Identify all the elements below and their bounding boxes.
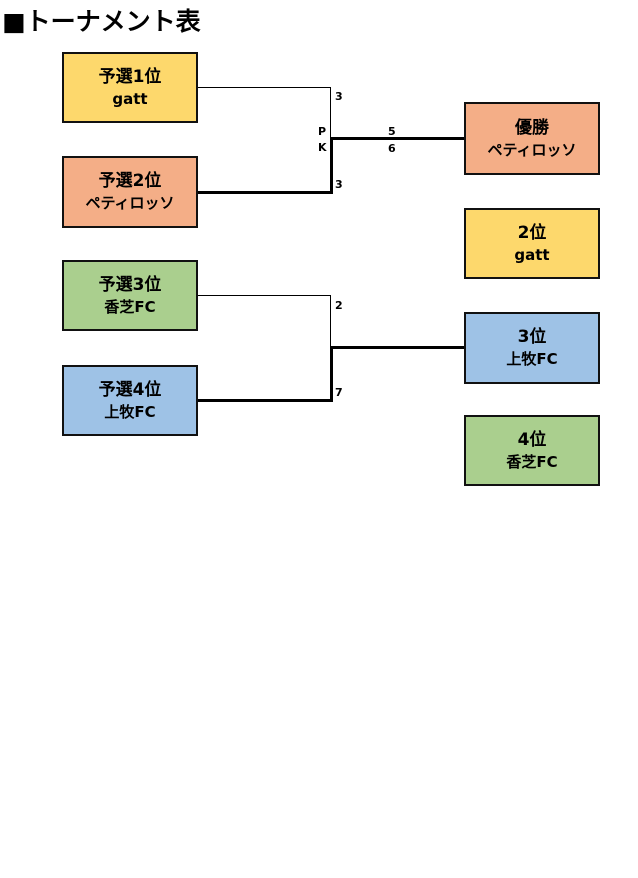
pk-label-p: P xyxy=(318,125,327,138)
score-m2-top: 2 xyxy=(335,299,343,312)
seed-box-2: 予選2位 ペティロッソ xyxy=(62,156,198,228)
seed-box-4: 予選4位 上牧FC xyxy=(62,365,198,436)
result-label: 2位 xyxy=(517,222,547,243)
bracket-line-m1-upper xyxy=(330,87,331,139)
bracket-line-seed2 xyxy=(198,191,333,194)
result-label: 優勝 xyxy=(515,117,549,138)
bracket-line-m2-winner xyxy=(330,346,464,349)
result-label: 4位 xyxy=(517,429,547,450)
bracket-line-seed3 xyxy=(198,295,331,296)
seed-label: 予選3位 xyxy=(98,274,162,295)
bracket-line-m1-lower xyxy=(330,137,333,194)
bracket-line-m1-winner xyxy=(330,137,464,140)
pk-label-k: K xyxy=(318,141,327,154)
score-m2-bottom: 7 xyxy=(335,386,343,399)
seed-team: gatt xyxy=(112,89,148,108)
result-box-3: 3位 上牧FC xyxy=(464,312,600,384)
result-team: 上牧FC xyxy=(506,350,558,368)
result-label: 3位 xyxy=(517,327,547,347)
result-team: gatt xyxy=(514,245,550,264)
seed-label: 予選4位 xyxy=(98,379,162,400)
seed-label: 予選1位 xyxy=(98,66,162,87)
bracket-line-seed4 xyxy=(198,399,333,402)
seed-team: 香芝FC xyxy=(104,297,156,316)
result-box-1: 優勝 ペティロッソ xyxy=(464,102,600,175)
result-box-4: 4位 香芝FC xyxy=(464,415,600,486)
pk-score-bottom: 6 xyxy=(388,142,396,155)
seed-box-3: 予選3位 香芝FC xyxy=(62,260,198,331)
result-team: ペティロッソ xyxy=(487,140,577,159)
score-m1-bottom: 3 xyxy=(335,178,343,191)
bracket-line-seed1 xyxy=(198,87,331,88)
page-title: ■トーナメント表 xyxy=(2,7,201,36)
result-team: 香芝FC xyxy=(506,452,558,471)
pk-score-top: 5 xyxy=(388,125,396,138)
bracket-line-m2-lower xyxy=(330,346,333,402)
bracket-line-m2-upper xyxy=(330,295,331,348)
score-m1-top: 3 xyxy=(335,90,343,103)
result-box-2: 2位 gatt xyxy=(464,208,600,279)
seed-label: 予選2位 xyxy=(98,171,162,191)
seed-team: 上牧FC xyxy=(104,402,156,421)
seed-team: ペティロッソ xyxy=(85,194,175,212)
seed-box-1: 予選1位 gatt xyxy=(62,52,198,123)
